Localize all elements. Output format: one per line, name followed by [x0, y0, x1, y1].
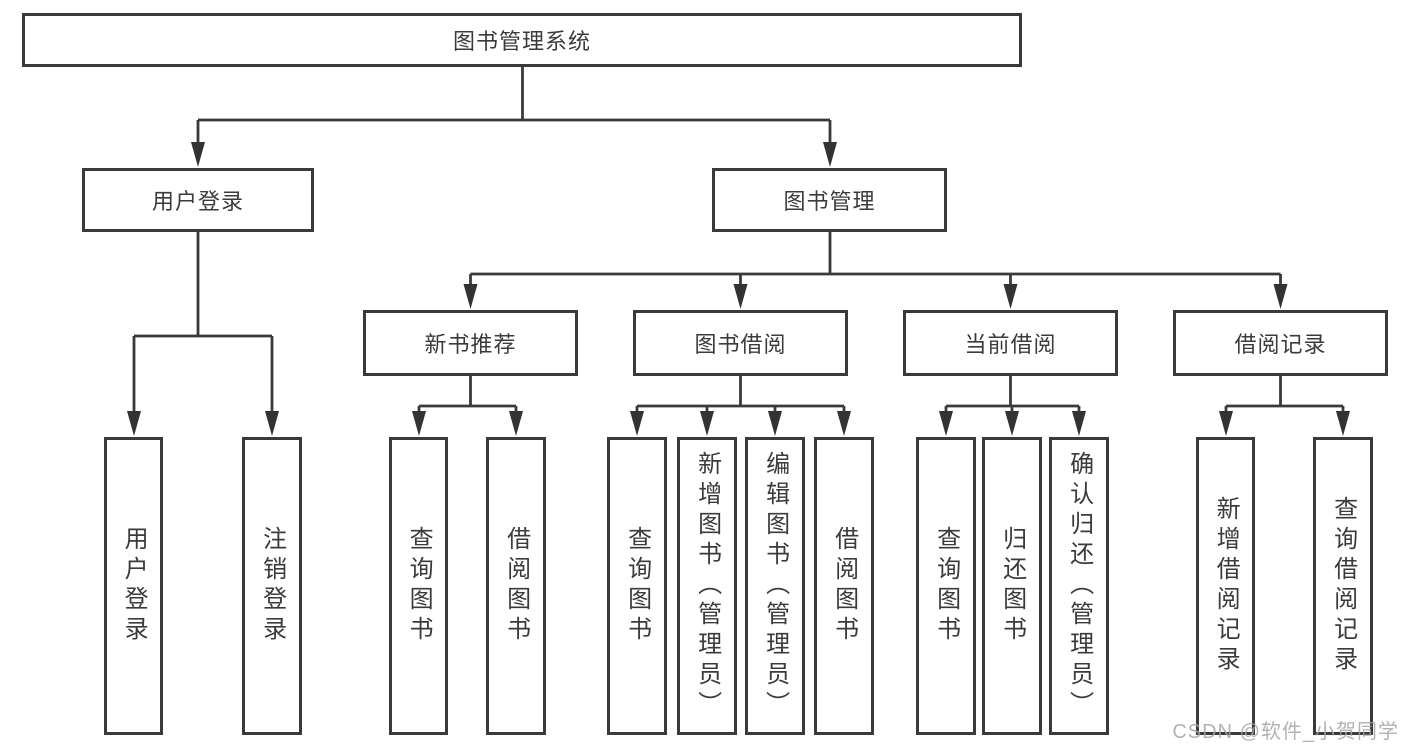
node-current-borrowing: 当前借阅 — [903, 310, 1118, 376]
leaf-query-books-3-label: 查询图书 — [932, 526, 960, 646]
watermark-text: CSDN @软件_小贺同学 — [1172, 721, 1399, 743]
leaf-add-book-admin: 新增图书（管理员） — [677, 437, 737, 735]
leaf-confirm-return-admin: 确认归还（管理员） — [1049, 437, 1109, 735]
leaf-borrow-books-2: 借阅图书 — [814, 437, 874, 735]
node-current-borrowing-label: 当前借阅 — [964, 332, 1057, 357]
leaf-user-login: 用户登录 — [104, 437, 163, 735]
leaf-logout-login: 注销登录 — [242, 437, 302, 735]
node-borrow-records-label: 借阅记录 — [1234, 332, 1327, 357]
leaf-query-books-1: 查询图书 — [389, 437, 448, 735]
leaf-query-books-3: 查询图书 — [916, 437, 976, 735]
leaf-query-books-1-label: 查询图书 — [405, 526, 433, 646]
leaf-query-books-2-label: 查询图书 — [623, 526, 651, 646]
leaf-edit-book-admin: 编辑图书（管理员） — [745, 437, 805, 735]
node-user-login-label: 用户登录 — [151, 189, 244, 214]
leaf-user-login-label: 用户登录 — [120, 526, 148, 646]
node-root: 图书管理系统 — [22, 13, 1022, 67]
leaf-add-borrow-record-label: 新增借阅记录 — [1212, 496, 1240, 676]
leaf-query-borrow-record-label: 查询借阅记录 — [1329, 496, 1357, 676]
leaf-query-borrow-record: 查询借阅记录 — [1313, 437, 1373, 735]
leaf-add-borrow-record: 新增借阅记录 — [1196, 437, 1255, 735]
leaf-borrow-books-2-label: 借阅图书 — [830, 526, 858, 646]
node-borrow-records: 借阅记录 — [1173, 310, 1388, 376]
node-book-borrowing: 图书借阅 — [633, 310, 848, 376]
leaf-confirm-return-admin-label: 确认归还（管理员） — [1065, 451, 1093, 721]
leaf-borrow-books-1-label: 借阅图书 — [502, 526, 530, 646]
leaf-add-book-admin-label: 新增图书（管理员） — [693, 451, 721, 721]
node-new-book-recommend: 新书推荐 — [363, 310, 578, 376]
leaf-query-books-2: 查询图书 — [607, 437, 667, 735]
node-user-login: 用户登录 — [82, 168, 314, 232]
node-book-borrowing-label: 图书借阅 — [694, 332, 787, 357]
node-book-management: 图书管理 — [712, 168, 947, 232]
node-root-label: 图书管理系统 — [452, 29, 591, 54]
leaf-return-books-label: 归还图书 — [998, 526, 1026, 646]
node-new-book-recommend-label: 新书推荐 — [424, 332, 517, 357]
node-book-management-label: 图书管理 — [783, 189, 876, 214]
leaf-logout-login-label: 注销登录 — [258, 526, 286, 646]
leaf-borrow-books-1: 借阅图书 — [486, 437, 546, 735]
leaf-edit-book-admin-label: 编辑图书（管理员） — [761, 451, 789, 721]
leaf-return-books: 归还图书 — [982, 437, 1042, 735]
